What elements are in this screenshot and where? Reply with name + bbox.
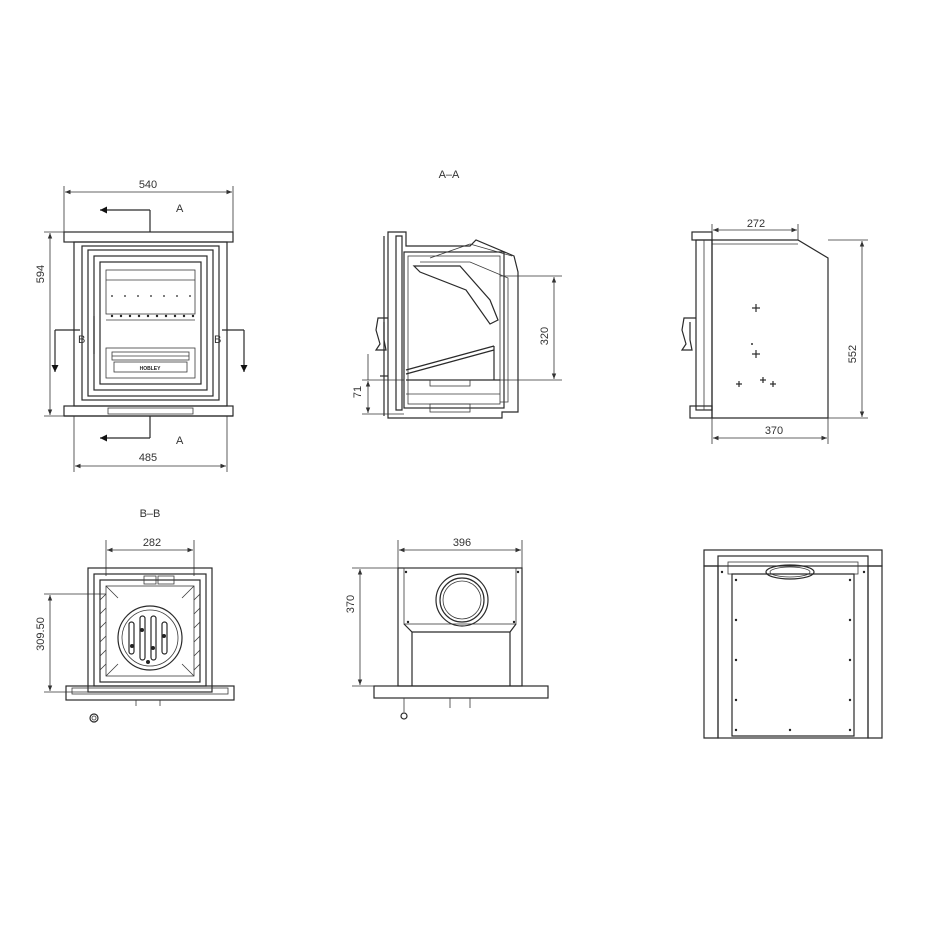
section-b-left-label: B	[78, 334, 85, 346]
section-a-top-label: A	[176, 203, 184, 215]
rear-view: 396 370	[345, 537, 549, 720]
front-view: 540 A 594 HOBLE	[35, 179, 248, 472]
dim-front-width-top: 540	[139, 179, 157, 191]
view-b-b-title: B–B	[140, 508, 161, 520]
dim-side-depth-top: 272	[747, 218, 765, 230]
dim-bb-firebox-width: 282	[143, 537, 161, 549]
dim-bb-firebox-height: 309.50	[35, 617, 47, 651]
dim-rear-width: 396	[453, 537, 471, 549]
top-panel-view	[703, 549, 883, 739]
side-view: 272 552 370	[680, 218, 868, 444]
dim-aa-firebox-height: 320	[539, 327, 551, 345]
section-b-b-view: B–B 282	[35, 508, 235, 723]
brand-plate: HOBLEY	[140, 366, 162, 372]
dim-rear-height: 370	[345, 595, 357, 613]
view-a-a-title: A–A	[439, 169, 460, 181]
dim-aa-base-height: 71	[352, 386, 364, 398]
dim-side-depth-bottom: 370	[765, 425, 783, 437]
section-a-a-view: A–A 320 71	[352, 169, 562, 419]
section-b-right-label: B	[214, 334, 221, 346]
dim-front-height: 594	[35, 265, 47, 283]
dim-side-height: 552	[847, 345, 859, 363]
dim-front-width-bottom: 485	[139, 452, 157, 464]
section-a-bottom-label: A	[176, 435, 184, 447]
